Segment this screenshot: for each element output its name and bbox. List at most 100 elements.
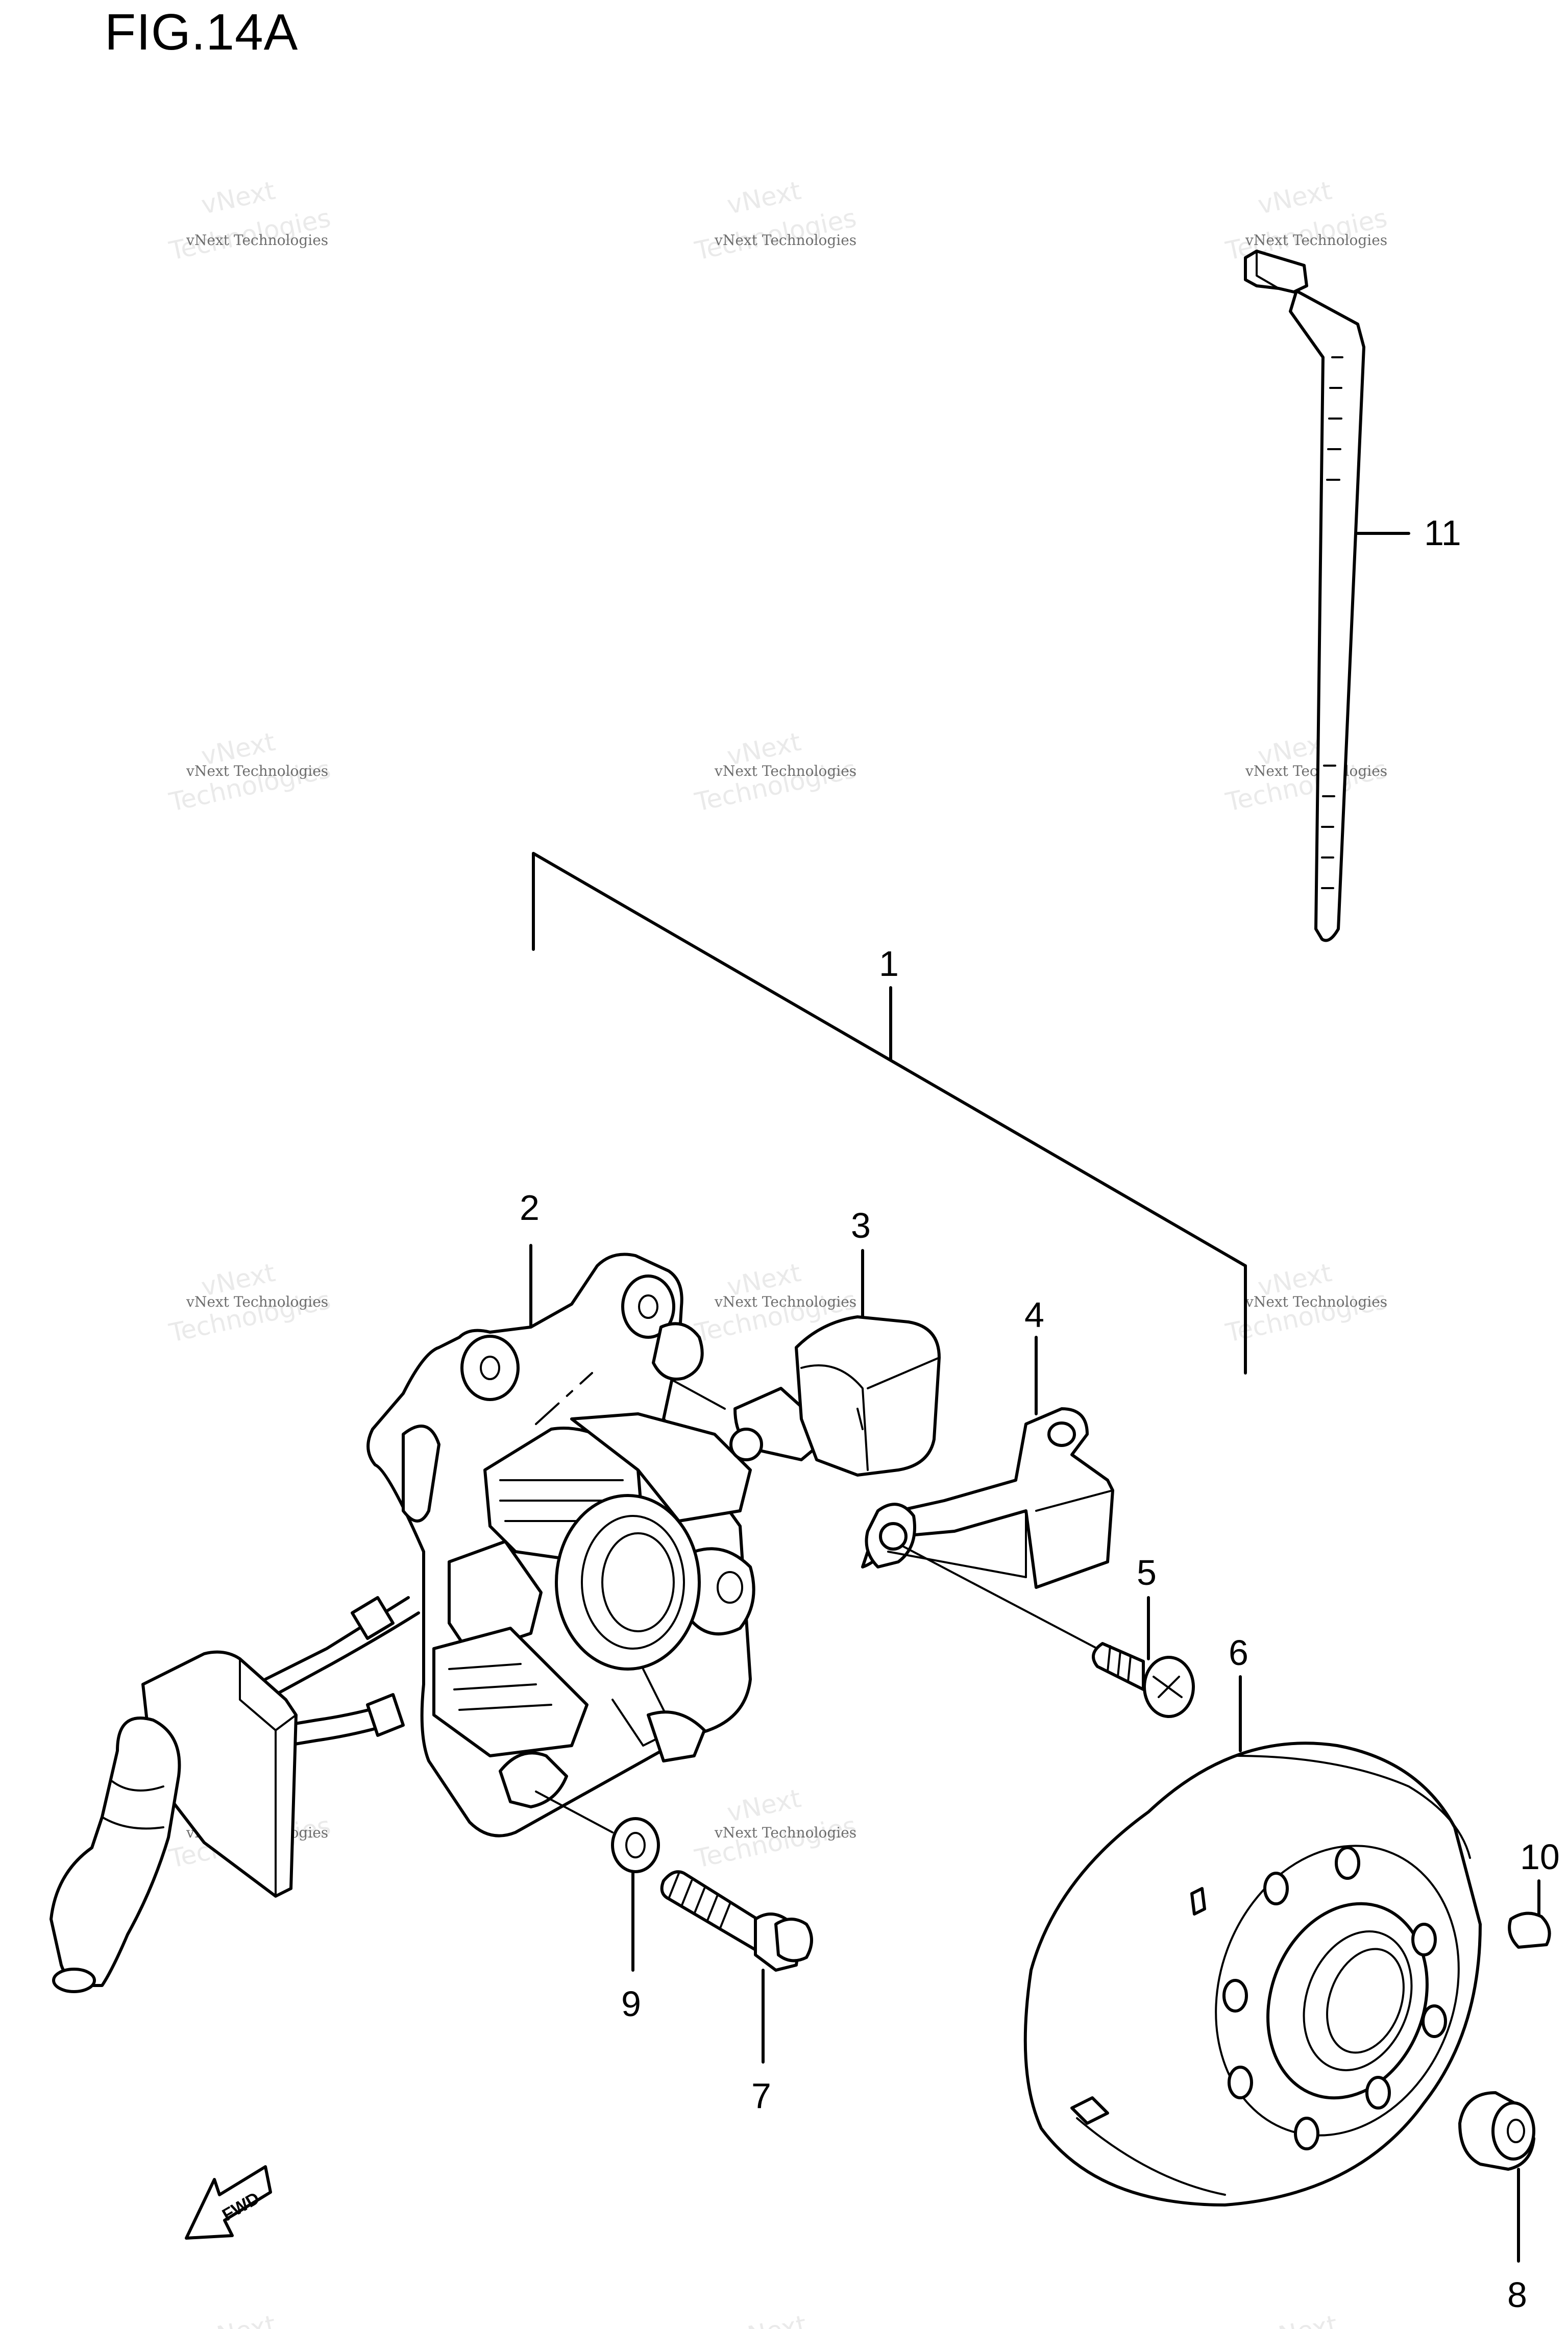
- alignment-line-bracket-screw: [902, 1546, 1098, 1650]
- pulser-coil-top-edge: [867, 1357, 940, 1389]
- woodruff-key: [1508, 1911, 1551, 1949]
- washer-9-outer: [611, 1817, 660, 1873]
- stator-mount-ear-top: [621, 1274, 675, 1339]
- watermark: vNext Technologies: [1223, 176, 1390, 266]
- cable-tie-head-edge: [1256, 250, 1280, 289]
- stator-slot-left: [402, 1425, 440, 1523]
- bracket-edges: [1025, 1489, 1114, 1578]
- rotor-rim-edge: [1234, 1755, 1471, 1859]
- watermark-big-2: Technologies: [692, 1811, 859, 1874]
- pulser-coil-body: [795, 1315, 941, 1477]
- wire-clamp-upper: [351, 1596, 395, 1640]
- callout-5: 5: [1137, 1553, 1157, 1592]
- part-4-bracket: [861, 1407, 1114, 1589]
- part-5-screw: [1092, 1642, 1195, 1718]
- watermark-big-1: vNext: [199, 2310, 278, 2329]
- watermark-small: vNext Technologies: [1245, 1293, 1387, 1310]
- stator-lower-bracket: [647, 1710, 706, 1762]
- callout-10: 10: [1520, 1837, 1560, 1877]
- part-9-washer: [611, 1817, 660, 1873]
- watermark-small: vNext Technologies: [186, 1293, 328, 1310]
- callout-3: 3: [851, 1206, 871, 1245]
- rotor-timing-mark: [1190, 1887, 1206, 1916]
- watermark-big-1: vNext: [199, 176, 278, 220]
- rotor-hole-1: [1263, 1872, 1289, 1905]
- fwd-arrow-shape: [185, 2165, 272, 2240]
- cable-tie-head: [1244, 250, 1308, 293]
- stator-wire-4: [284, 1724, 389, 1747]
- cable-tie-teeth-bottom: [1321, 765, 1336, 889]
- callout-9: 9: [621, 1984, 641, 2024]
- rotor-hole-4: [1422, 2004, 1447, 2038]
- pulser-coil-mount-hole: [729, 1428, 763, 1461]
- bolt-7-head: [774, 1918, 813, 1963]
- stator-coil-right: [570, 1412, 752, 1523]
- watermark-big-1: vNext: [1255, 176, 1334, 220]
- stator-coil-left: [448, 1540, 543, 1655]
- stator-hub: [555, 1494, 701, 1671]
- coil-winding-lines-bottom: [448, 1663, 552, 1711]
- rotor-hole-6: [1294, 2117, 1319, 2150]
- watermark-small: vNext Technologies: [186, 232, 328, 249]
- stator-wire-1: [264, 1596, 410, 1681]
- rotor-hole-8: [1222, 1979, 1248, 2013]
- stator-coil-bottom: [432, 1627, 589, 1757]
- fwd-direction-arrow: FWD: [185, 2165, 272, 2240]
- stator-hub-core: [601, 1532, 675, 1632]
- watermark-small: vNext Technologies: [714, 232, 856, 249]
- callout-4: 4: [1024, 1295, 1044, 1335]
- nut-8-face: [1491, 2101, 1535, 2161]
- stator-mount-hole-left: [480, 1356, 500, 1380]
- part-6-rotor: [1023, 1742, 1482, 2207]
- rotor-hub-inner: [1303, 1930, 1413, 2071]
- stator-mount-ear-left: [460, 1335, 520, 1401]
- rotor-lower-edge: [1076, 2117, 1226, 2196]
- watermark: vNext Technologies: [692, 1783, 859, 1874]
- rotor-hole-7: [1228, 2066, 1253, 2099]
- bracket-bottom-edge: [887, 1551, 1027, 1578]
- stator-wire-2: [274, 1611, 420, 1696]
- assembly-bracket-1: [532, 852, 1247, 1375]
- wire-clamp-lower: [366, 1693, 405, 1737]
- cable-tie-strap: [1289, 289, 1365, 942]
- watermark-small: vNext Technologies: [714, 1293, 856, 1310]
- rotor-face-ring: [1215, 1845, 1460, 2137]
- alignment-line-stator-coil: [668, 1377, 726, 1410]
- stator-hub-inner: [581, 1515, 685, 1650]
- part-11-cable-tie: [1244, 250, 1365, 942]
- watermark-small: vNext Technologies: [1245, 763, 1387, 779]
- rotor-rim-notch: [1070, 2096, 1109, 2125]
- watermark-small: vNext Technologies: [1245, 232, 1387, 249]
- stator-coil-right-lower: [688, 1547, 755, 1636]
- bolt-7-shank: [660, 1870, 767, 1951]
- watermark: vNext: [730, 2310, 809, 2329]
- watermark: vNext Technologies: [692, 176, 859, 266]
- callout-6: 6: [1229, 1633, 1248, 1673]
- stator-boss: [652, 1322, 704, 1381]
- figure-title: FIG.14A: [105, 4, 299, 61]
- callout-1: 1: [879, 944, 899, 984]
- watermark-small: vNext Technologies: [714, 1824, 856, 1841]
- callout-2: 2: [520, 1188, 540, 1228]
- part-2-stator-assembly: [50, 1253, 755, 1993]
- rotor-hole-5: [1365, 2076, 1391, 2110]
- bracket-lower-hole: [879, 1522, 908, 1551]
- callout-7: 7: [751, 2076, 771, 2116]
- watermark-small: vNext Technologies: [186, 763, 328, 779]
- part-10-key: [1508, 1911, 1551, 1949]
- rotor-hole-3: [1411, 1923, 1437, 1956]
- rotor-hole-2: [1335, 1846, 1360, 1880]
- stator-coil-right-lower-hole: [717, 1571, 743, 1604]
- part-3-pulser-coil: [729, 1315, 941, 1477]
- lead-boot-ridges: [101, 1780, 164, 1830]
- connector-block-top-edge: [275, 1714, 297, 1731]
- bolt-7-thread: [668, 1872, 731, 1930]
- washer-9-inner: [625, 1832, 646, 1858]
- watermark-big-1: vNext: [724, 176, 803, 220]
- rotor-hub-bore: [1326, 1948, 1405, 2054]
- watermark: vNext Technologies: [166, 176, 333, 266]
- connector-block-edge: [239, 1658, 277, 1897]
- watermark: vNext: [199, 2310, 278, 2329]
